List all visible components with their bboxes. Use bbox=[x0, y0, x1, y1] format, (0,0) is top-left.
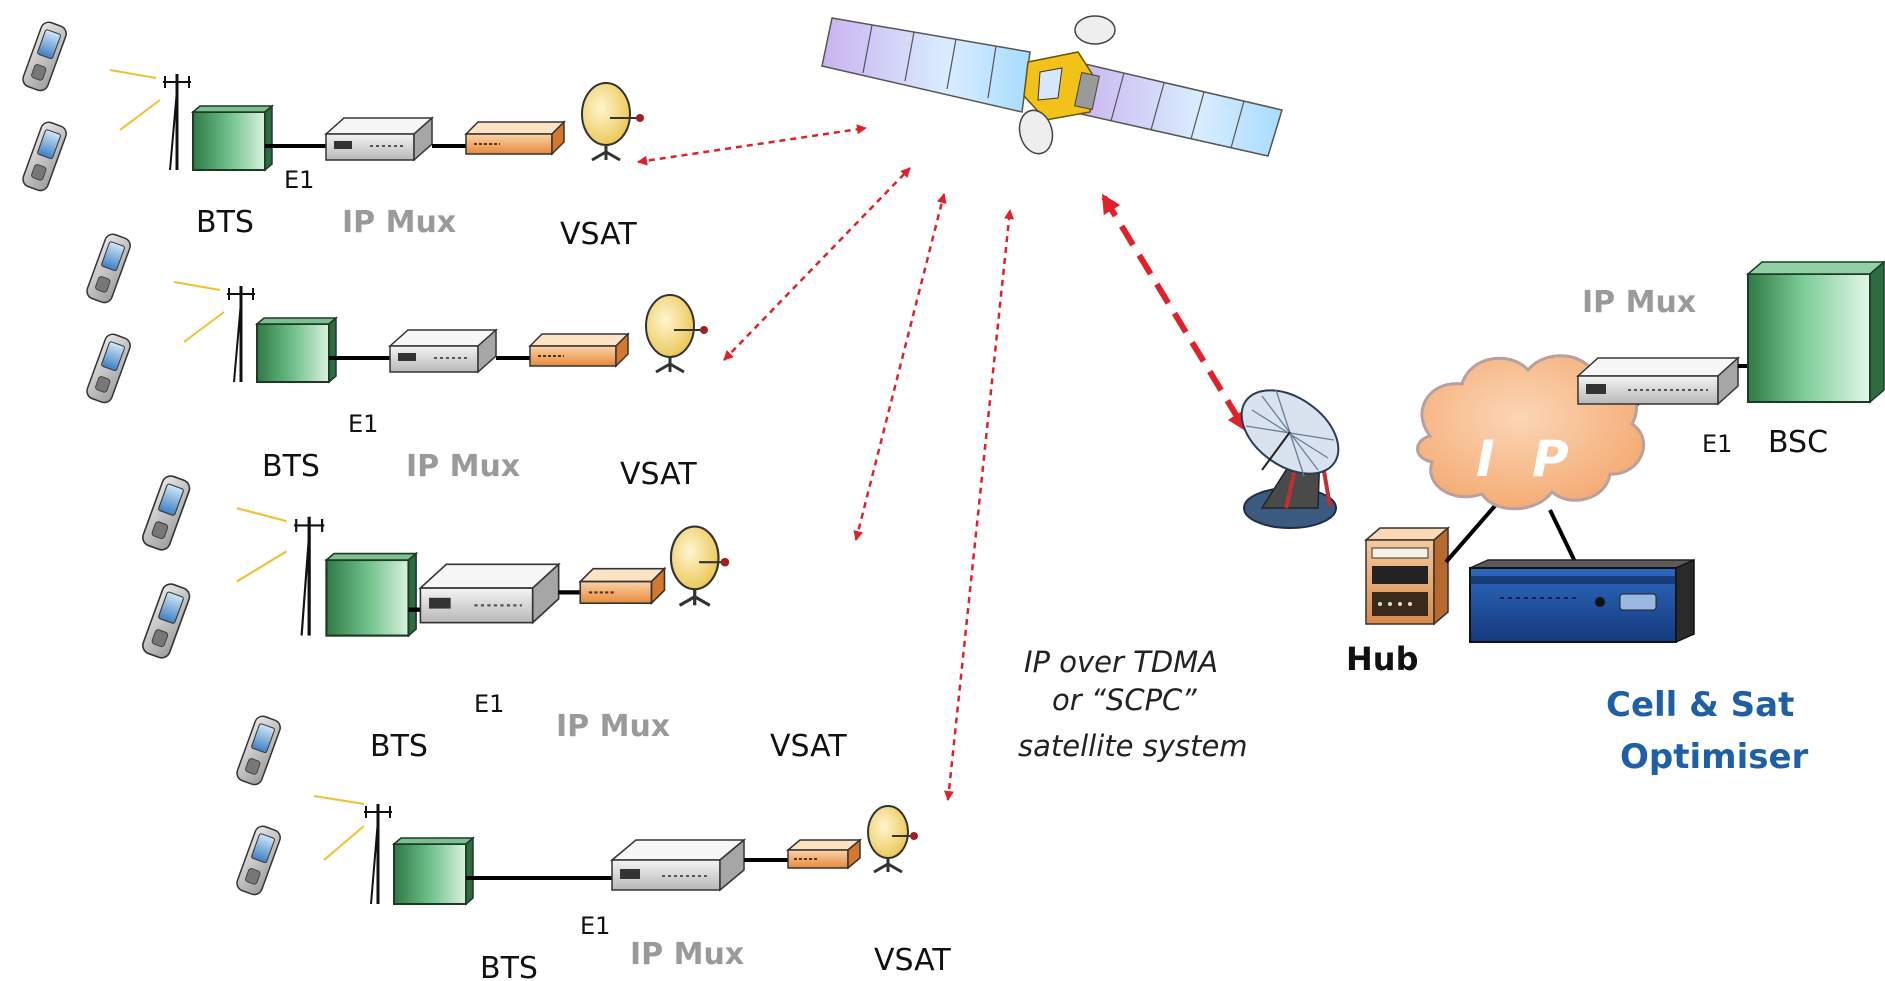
remote-site-4 bbox=[236, 715, 918, 906]
hub-ip-mux-icon bbox=[1576, 356, 1740, 406]
radio-beam bbox=[323, 825, 365, 861]
remote-site-2 bbox=[86, 233, 708, 404]
link-arrow-site-4 bbox=[943, 209, 1015, 801]
labels: E1 BTS IP Mux VSAT E1 BTS IP Mux VSAT E1… bbox=[196, 166, 1828, 981]
antenna-icon bbox=[227, 286, 255, 383]
link-arrow-hub bbox=[1101, 193, 1247, 432]
optimiser-line-1: Cell & Sat bbox=[1606, 685, 1794, 725]
phone-icon bbox=[22, 121, 67, 192]
bts-label: BTS bbox=[262, 449, 320, 484]
e1-label: E1 bbox=[348, 410, 378, 438]
hub-rack-icon bbox=[1363, 526, 1451, 626]
radio-beam bbox=[236, 507, 287, 523]
phone-icon bbox=[142, 583, 191, 659]
antenna-icon bbox=[364, 804, 392, 905]
satellite-note-line-3: satellite system bbox=[1018, 729, 1248, 763]
vsat-dish-icon bbox=[645, 294, 708, 374]
hub-e1-label: E1 bbox=[1702, 430, 1732, 458]
phone-icon bbox=[142, 475, 191, 551]
optimiser-line-2: Optimiser bbox=[1620, 737, 1809, 777]
vsat-label: VSAT bbox=[620, 457, 697, 492]
hub-cloud-link bbox=[1444, 498, 1502, 564]
ip-mux-label: IP Mux bbox=[342, 205, 456, 240]
bsc-label: BSC bbox=[1768, 425, 1828, 460]
phone-icon bbox=[236, 825, 281, 896]
server-icon bbox=[1469, 558, 1695, 644]
radio-beam bbox=[236, 550, 288, 583]
satellite-icon bbox=[821, 15, 1283, 157]
radio-beam bbox=[183, 311, 225, 343]
ip-mux-label: IP Mux bbox=[630, 937, 744, 972]
cloud-ip-label: I P bbox=[1476, 430, 1579, 488]
e1-label: E1 bbox=[284, 166, 314, 194]
ip-mux-label: IP Mux bbox=[556, 709, 670, 744]
bts-label: BTS bbox=[196, 205, 254, 240]
e1-label: E1 bbox=[580, 912, 610, 940]
bts-cabinet-icon bbox=[190, 104, 275, 172]
satellite-note-line-1: IP over TDMA bbox=[1024, 645, 1218, 679]
vsat-modem-icon bbox=[785, 838, 863, 870]
bts-cabinet-icon bbox=[391, 836, 476, 906]
remote-site-1 bbox=[22, 21, 644, 192]
ip-mux-icon bbox=[418, 562, 561, 625]
phone-icon bbox=[22, 21, 67, 92]
bts-cabinet-icon bbox=[254, 316, 339, 384]
phone-icon bbox=[86, 233, 131, 304]
satellite-links bbox=[637, 124, 1247, 801]
radio-beam bbox=[313, 795, 365, 805]
link-arrow-site-2 bbox=[723, 167, 911, 361]
e1-label: E1 bbox=[474, 690, 504, 718]
vsat-dish-icon bbox=[669, 525, 730, 607]
bts-label: BTS bbox=[480, 951, 538, 981]
ip-mux-icon bbox=[609, 838, 747, 892]
vsat-label: VSAT bbox=[560, 217, 637, 252]
vsat-dish-icon bbox=[581, 82, 644, 162]
hub-ip-mux-label: IP Mux bbox=[1582, 285, 1696, 320]
ip-mux-icon bbox=[388, 328, 498, 374]
vsat-modem-icon bbox=[528, 332, 630, 368]
vsat-label: VSAT bbox=[770, 729, 847, 764]
link-arrow-site-1 bbox=[637, 124, 867, 166]
ip-mux-icon bbox=[324, 116, 434, 162]
hub-label: Hub bbox=[1346, 640, 1418, 678]
radio-beam bbox=[119, 99, 161, 131]
bsc-cabinet-icon bbox=[1745, 260, 1885, 404]
bts-label: BTS bbox=[370, 729, 428, 764]
radio-beam bbox=[173, 281, 221, 291]
remote-site-3 bbox=[142, 475, 730, 659]
vsat-modem-icon bbox=[578, 566, 667, 606]
bts-cabinet-icon bbox=[324, 551, 419, 638]
radio-beam bbox=[109, 69, 157, 79]
antenna-icon bbox=[294, 516, 325, 636]
antenna-icon bbox=[163, 74, 191, 171]
vsat-modem-icon bbox=[464, 120, 566, 156]
vsat-dish-icon bbox=[867, 805, 918, 874]
phone-icon bbox=[86, 333, 131, 404]
satellite-note-line-2: or “SCPC” bbox=[1052, 683, 1198, 717]
vsat-label: VSAT bbox=[874, 943, 951, 978]
hub-dish-icon bbox=[1240, 389, 1340, 529]
link-arrow-site-3 bbox=[853, 193, 947, 541]
ip-mux-label: IP Mux bbox=[406, 449, 520, 484]
phone-icon bbox=[236, 715, 281, 786]
